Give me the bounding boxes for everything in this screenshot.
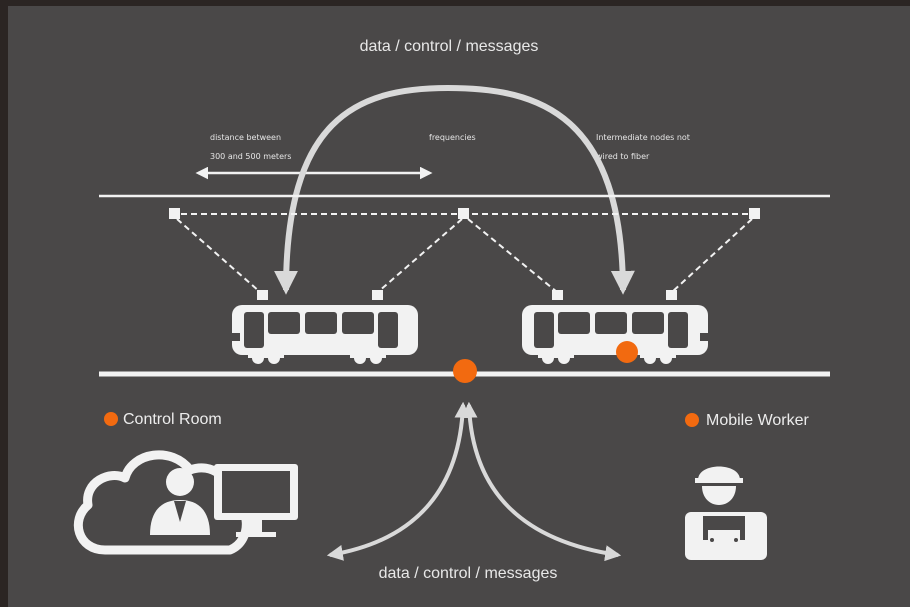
monitor-icon bbox=[214, 464, 298, 537]
bottom-right-arrow bbox=[461, 401, 622, 562]
tram-node-1 bbox=[257, 290, 268, 300]
central-node-dot bbox=[453, 359, 477, 383]
frequencies-label: frequencies bbox=[429, 133, 476, 142]
nodes-label-line2: wired to fiber bbox=[596, 152, 650, 161]
worker-icon bbox=[685, 466, 767, 560]
tram-node-4 bbox=[666, 290, 677, 300]
dashed-links bbox=[176, 213, 753, 293]
nodes-label-line1: Intermediate nodes not bbox=[596, 133, 690, 142]
diagram-panel bbox=[8, 6, 910, 607]
user-icon bbox=[150, 468, 210, 535]
mobile-worker-label: Mobile Worker bbox=[706, 412, 810, 429]
control-room-label: Control Room bbox=[123, 411, 222, 428]
tram-device-dot bbox=[616, 341, 638, 363]
top-data-label: data / control / messages bbox=[360, 38, 539, 55]
mobile-worker-marker bbox=[685, 413, 699, 427]
radio-node-left bbox=[169, 208, 180, 219]
top-curved-arrow bbox=[274, 84, 635, 295]
tram-node-3 bbox=[552, 290, 563, 300]
control-room-marker bbox=[104, 412, 118, 426]
radio-node-center bbox=[458, 208, 469, 219]
distance-label-line2: 300 and 500 meters bbox=[210, 152, 291, 161]
tram-node-2 bbox=[372, 290, 383, 300]
tram-icon bbox=[232, 305, 418, 364]
bottom-data-label: data / control / messages bbox=[379, 565, 558, 582]
bottom-left-arrow bbox=[326, 401, 471, 561]
distance-label-line1: distance between bbox=[210, 133, 281, 142]
tram-icon bbox=[522, 305, 708, 364]
radio-node-right bbox=[749, 208, 760, 219]
